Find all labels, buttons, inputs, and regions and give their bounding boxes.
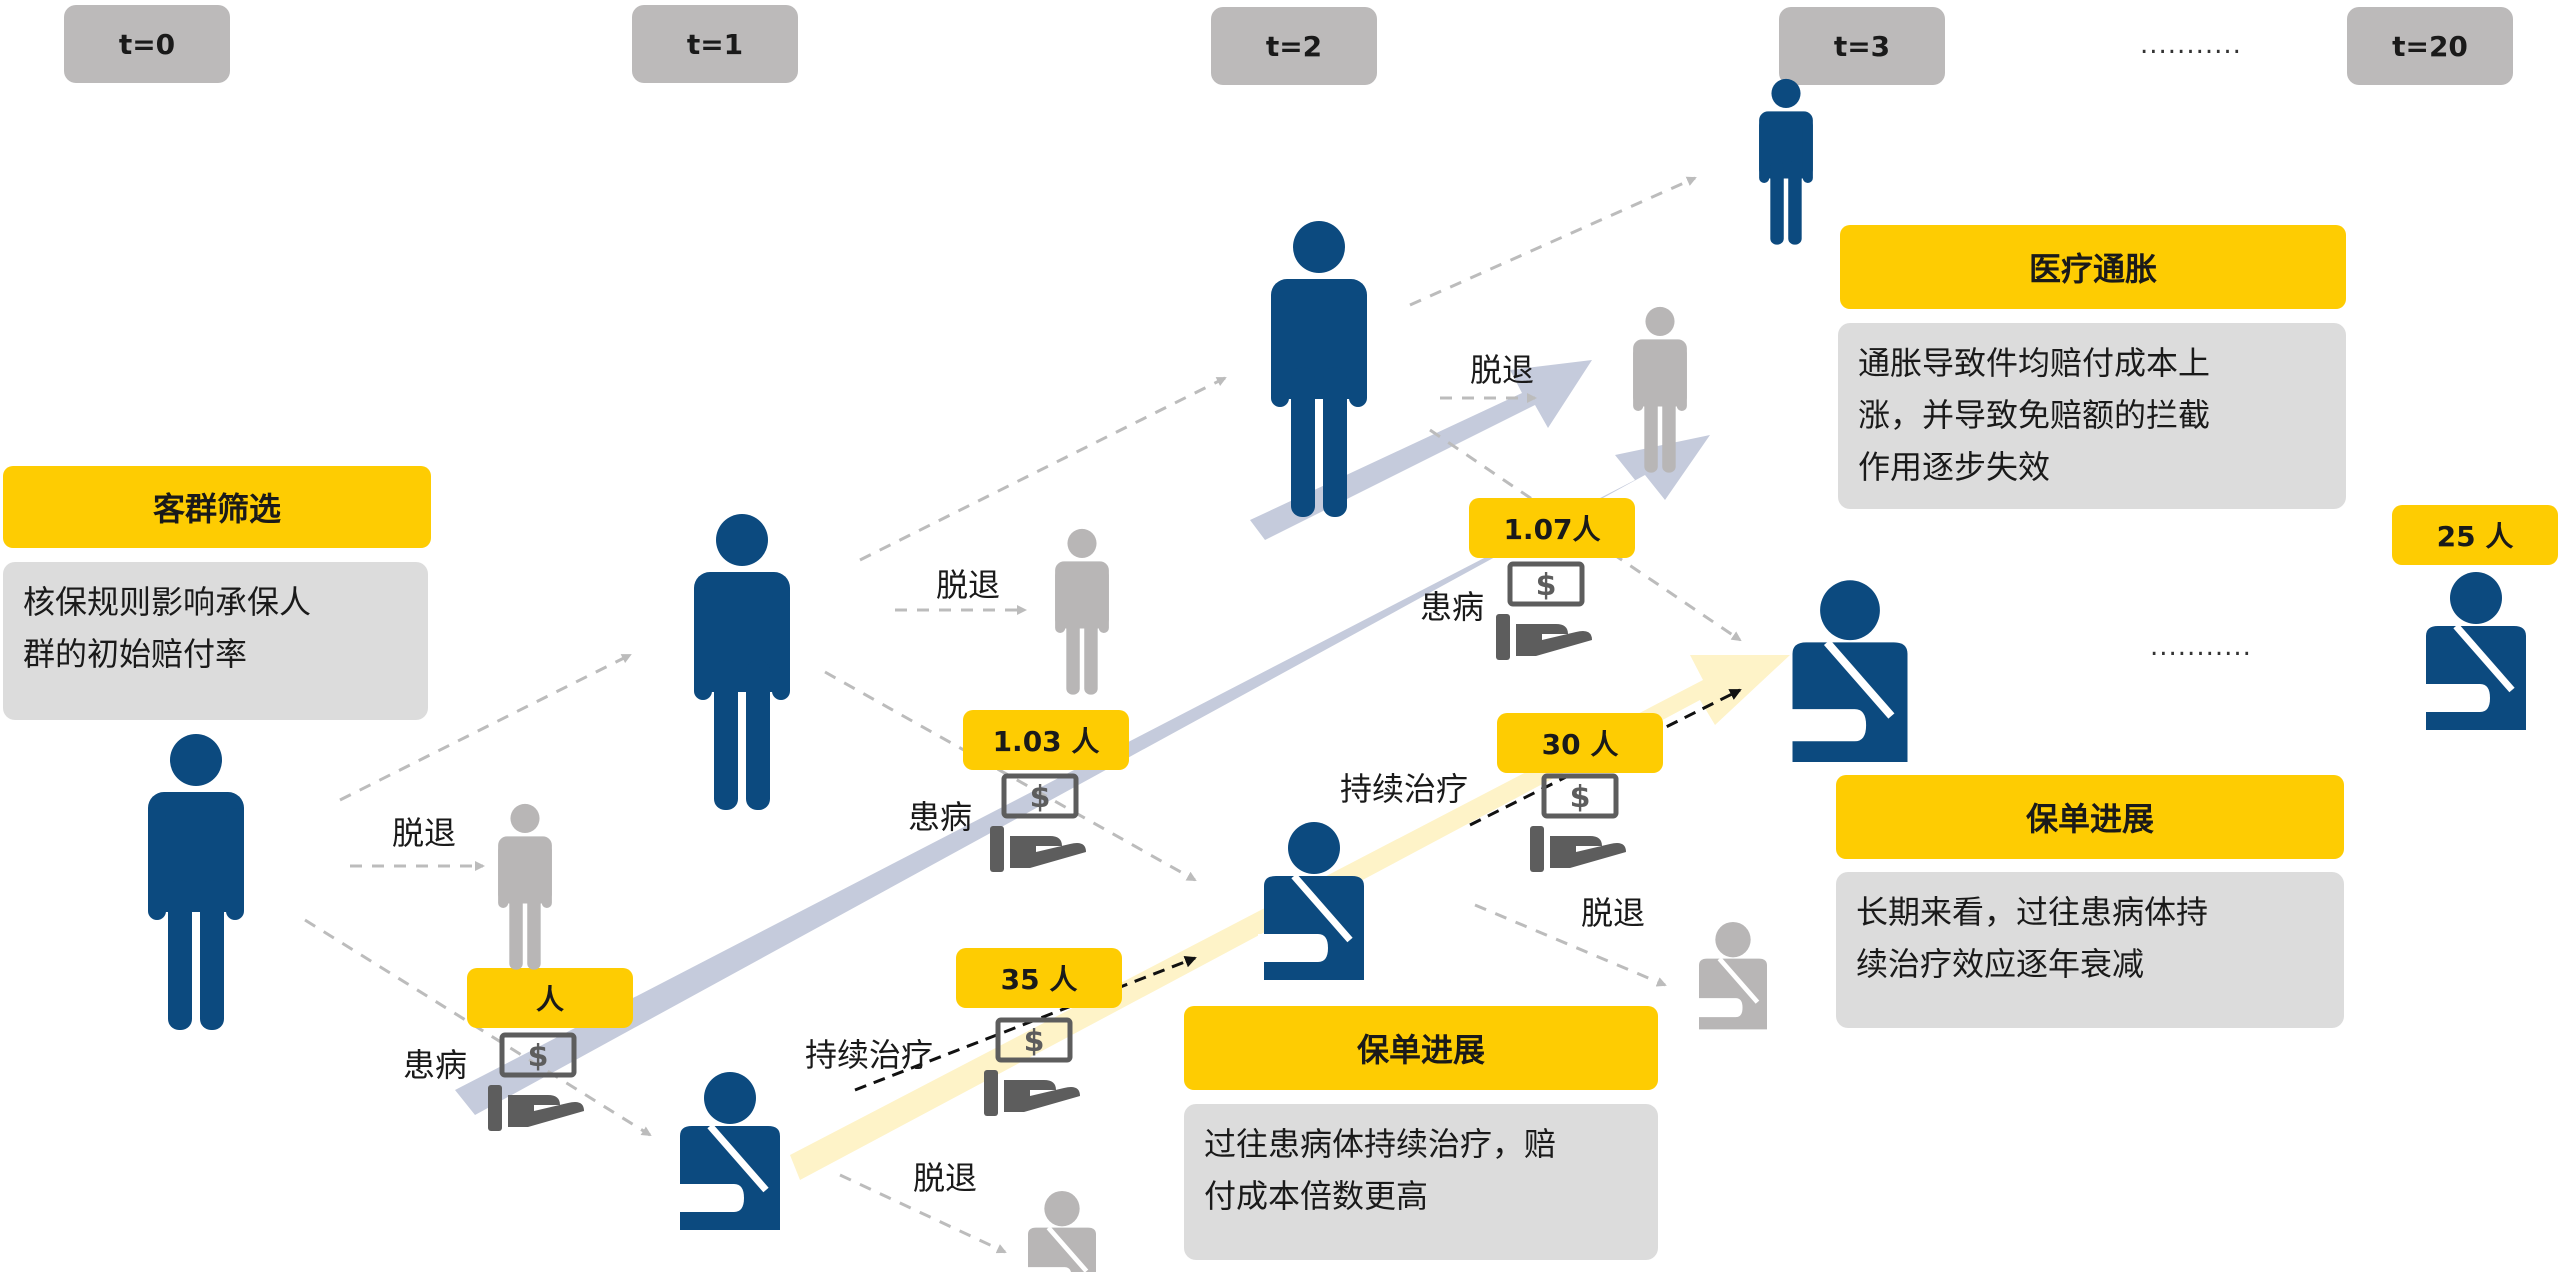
sick-label-t1: 患病 <box>908 798 973 836</box>
time-t0: t=0 <box>64 5 230 83</box>
screening-line-1: 核保规则影响承保人 <box>23 583 312 621</box>
time-t1: t=1 <box>632 5 798 83</box>
policy-progress-2-title: 保单进展 <box>1836 775 2344 859</box>
inflation-text: 通胀导致件均赔付成本上 涨，并导致免赔额的拦截 作用逐步失效 <box>1838 323 2346 509</box>
badge-35-people: 35 人 <box>956 948 1122 1008</box>
dropout-label-t1b: 脱退 <box>913 1159 978 1197</box>
sick-label-t0: 患病 <box>403 1046 468 1084</box>
badge-t0-people: 人 <box>467 968 633 1028</box>
policy-progress-1-line-2: 付成本倍数更高 <box>1204 1177 1429 1215</box>
dropout-label-t2b: 脱退 <box>1581 894 1646 932</box>
policy-progress-2-text: 长期来看，过往患病体持 续治疗效应逐年衰减 <box>1836 872 2344 1028</box>
dropout-label-t2: 脱退 <box>1470 351 1535 389</box>
time-t3: t=3 <box>1779 7 1945 85</box>
middle-ellipsis: ........... <box>2150 632 2252 662</box>
time-t20: t=20 <box>2347 7 2513 85</box>
screening-text: 核保规则影响承保人 群的初始赔付率 <box>3 562 428 720</box>
dropout-label-t0: 脱退 <box>392 814 457 852</box>
dropout-label-t1: 脱退 <box>936 566 1001 604</box>
inflation-title: 医疗通胀 <box>1840 225 2346 309</box>
timeline-ellipsis: ........... <box>2140 30 2242 60</box>
inflation-line-1: 通胀导致件均赔付成本上 <box>1858 344 2211 382</box>
policy-progress-1-title: 保单进展 <box>1184 1006 1658 1090</box>
badge-103-people: 1.03 人 <box>963 710 1129 770</box>
policy-progress-1-text: 过往患病体持续治疗，赔 付成本倍数更高 <box>1184 1104 1658 1260</box>
badge-107-people: 1.07人 <box>1469 498 1635 558</box>
policy-progress-2-line-1: 长期来看，过往患病体持 <box>1856 893 2209 931</box>
screening-line-2: 群的初始赔付率 <box>23 635 248 673</box>
policy-progress-2-line-2: 续治疗效应逐年衰减 <box>1856 945 2145 983</box>
sick-label-t2: 患病 <box>1420 588 1485 626</box>
inflation-line-3: 作用逐步失效 <box>1858 448 2051 486</box>
screening-title: 客群筛选 <box>3 466 431 548</box>
treatment-label-t2: 持续治疗 <box>1340 770 1469 808</box>
time-t2: t=2 <box>1211 7 1377 85</box>
badge-30-people: 30 人 <box>1497 713 1663 773</box>
treatment-label-t1: 持续治疗 <box>805 1036 934 1074</box>
policy-progress-1-line-1: 过往患病体持续治疗，赔 <box>1204 1125 1557 1163</box>
inflation-line-2: 涨，并导致免赔额的拦截 <box>1858 396 2211 434</box>
badge-25-people: 25 人 <box>2392 505 2558 565</box>
